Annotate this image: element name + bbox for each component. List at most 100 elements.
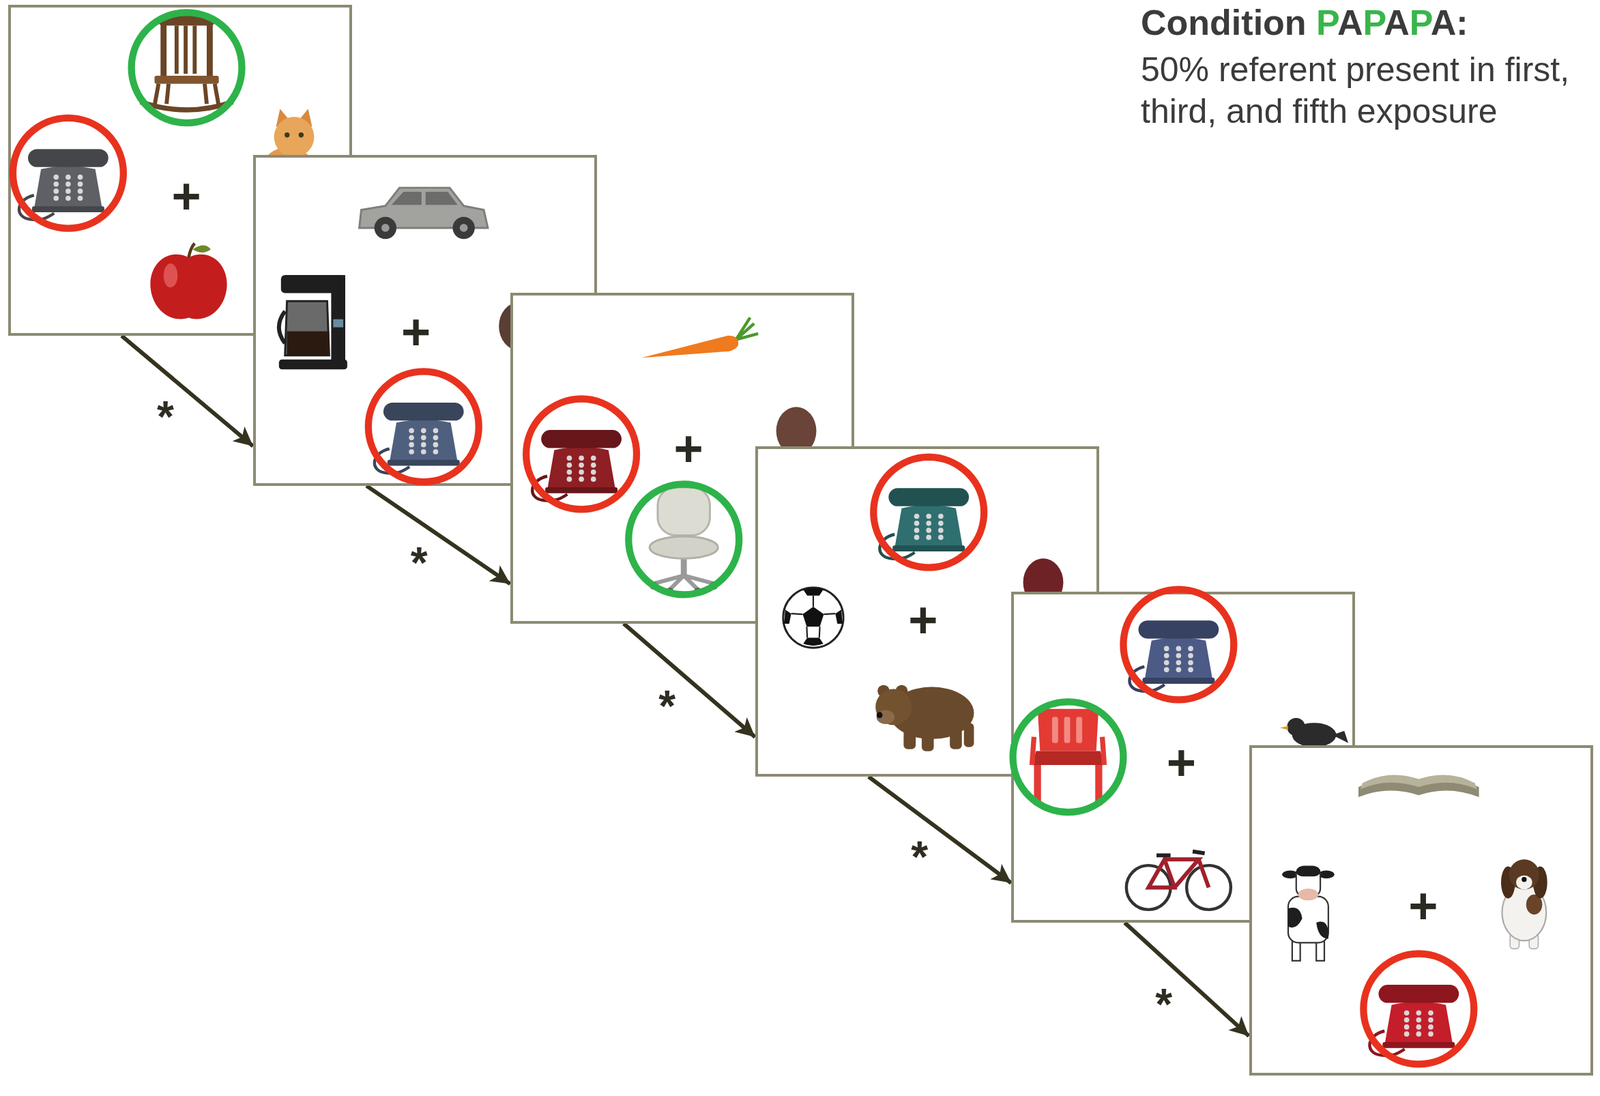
phone-handset [541, 429, 622, 448]
phone-base [892, 545, 965, 552]
phone-base [545, 487, 618, 494]
title-letter: A [1383, 2, 1410, 43]
phone-key [913, 513, 920, 519]
phone-key [77, 174, 84, 181]
phone-key [1187, 667, 1194, 673]
chair-seat [1032, 751, 1105, 766]
phone-picture [374, 402, 464, 474]
phone-key [1428, 1030, 1434, 1037]
cow-picture [1282, 865, 1335, 960]
title-letter: : [1456, 2, 1468, 43]
cat-eye [284, 133, 290, 138]
cow-head-patch [1295, 865, 1320, 877]
phone-key [1428, 1017, 1434, 1023]
phone-body [1384, 1001, 1453, 1045]
chair-seat [649, 536, 718, 559]
title-letter: C [1140, 2, 1167, 43]
red-circle [12, 118, 124, 229]
phone-picture [532, 429, 622, 501]
title-letter: o [1166, 2, 1189, 43]
phone-key [408, 448, 415, 455]
phone-key [65, 174, 71, 181]
title-letter: n [1284, 2, 1307, 43]
car-picture [358, 187, 488, 239]
fixation-cross: + [908, 594, 938, 646]
phone-base [387, 459, 460, 467]
bear-nose [876, 711, 883, 718]
phone-key [77, 195, 84, 202]
phone-key [1176, 646, 1182, 652]
bike-frame [1148, 859, 1209, 888]
ball-seams [790, 594, 836, 638]
phone-key [925, 527, 932, 533]
coffee-display [332, 319, 344, 328]
phone-key [1415, 1009, 1422, 1016]
stimulus-frame: + [1249, 745, 1594, 1076]
phone-key [65, 188, 71, 195]
dog-nose [1521, 876, 1527, 882]
title-letter: P [1362, 2, 1384, 43]
cow-body [1288, 895, 1329, 943]
phone-key [925, 520, 932, 527]
fixation-cross: + [401, 307, 431, 358]
phone-key [590, 476, 597, 483]
chair-slot [1064, 717, 1071, 744]
bike-bars [1156, 851, 1205, 856]
coffee-carafe [285, 301, 330, 356]
phone-key [566, 462, 572, 469]
phone-key [590, 455, 597, 462]
car-hub [459, 223, 469, 232]
phone-key [1403, 1009, 1409, 1016]
chair-slot [1075, 717, 1083, 744]
coffee-liquid [287, 331, 330, 356]
fixation-cross: + [171, 171, 202, 222]
chair-spindle [174, 25, 179, 75]
phone-key [938, 513, 944, 519]
phone-key [65, 195, 71, 202]
title-letter: o [1262, 2, 1285, 43]
phone-base [32, 206, 105, 213]
title-letter: P [1316, 2, 1338, 43]
chair-post [160, 19, 167, 78]
phone-body [1144, 637, 1213, 681]
phone-body [34, 166, 103, 210]
book-picture [1358, 774, 1480, 797]
apple-leaf [192, 245, 211, 253]
title-letter: P [1409, 2, 1431, 43]
chair-slot [1052, 717, 1059, 744]
phone-key [1428, 1024, 1434, 1030]
chairRock-picture [140, 15, 233, 110]
phone-handset [1378, 984, 1459, 1003]
phone-key [433, 448, 439, 455]
phone-body [547, 446, 616, 490]
phone-key [77, 182, 84, 188]
coffee-base [279, 359, 348, 370]
phone-key [566, 476, 572, 483]
title-letter: d [1209, 2, 1232, 43]
red-circle [368, 371, 479, 483]
ball-patch [802, 605, 824, 626]
phone-key [925, 513, 932, 519]
interval-mark: * [408, 541, 431, 585]
phone-key [1187, 646, 1194, 652]
sequence-arrow [121, 335, 254, 447]
phone-handset [1138, 620, 1220, 639]
phone-key [420, 435, 427, 441]
phone-picture [19, 149, 109, 221]
phone-picture [1369, 984, 1459, 1056]
phone-key [1164, 667, 1170, 673]
chair-legs [154, 83, 219, 106]
bird-beak [1280, 725, 1289, 731]
cat-head [274, 117, 315, 158]
apple-shine [163, 264, 179, 288]
phone-key [1403, 1017, 1409, 1023]
chair-spindle [192, 25, 197, 75]
phone-key [408, 442, 415, 448]
phone-key [1176, 652, 1182, 659]
phone-key [1187, 660, 1194, 666]
phone-key [433, 442, 439, 448]
phone-base [1142, 677, 1215, 684]
ball-shell [782, 587, 843, 648]
phone-key [1403, 1024, 1409, 1030]
